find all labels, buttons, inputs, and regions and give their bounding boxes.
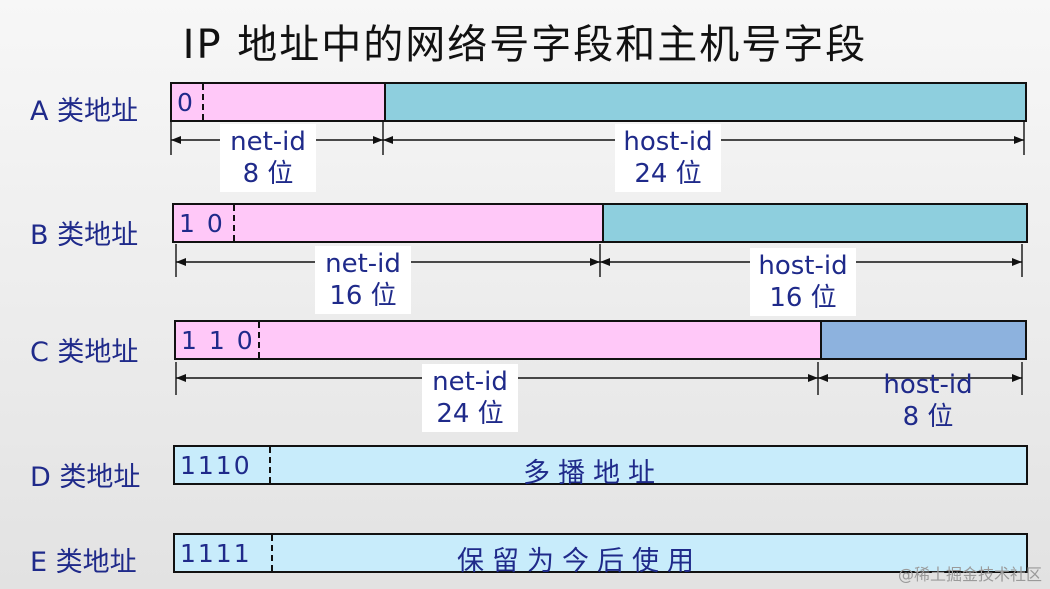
class-b-prefix: 1 0 bbox=[179, 209, 225, 238]
class-b-host-id-bits: 16 位 bbox=[769, 283, 837, 313]
class-b-prefix-divider bbox=[233, 205, 235, 241]
page-title: IP 地址中的网络号字段和主机号字段 bbox=[182, 22, 868, 68]
class-d-purpose: 多播地址 bbox=[523, 458, 663, 489]
class-e-purpose: 保留为今后使用 bbox=[457, 546, 702, 577]
class-a-net-id-name: net-id bbox=[230, 127, 306, 157]
class-b-host-id-name: host-id bbox=[758, 251, 848, 281]
class-d-prefix: 1110 bbox=[180, 451, 252, 480]
class-e-bar: 1111 保留为今后使用 bbox=[173, 533, 1028, 577]
class-c-net-id-name: net-id bbox=[432, 367, 508, 397]
class-c-prefix: 1 1 0 bbox=[181, 326, 255, 355]
class-a-prefix-divider bbox=[202, 84, 204, 120]
class-c-host-id-bits: 8 位 bbox=[902, 402, 954, 432]
class-b-host-id-label: host-id 16 位 bbox=[750, 248, 856, 316]
class-c-net-id-bits: 24 位 bbox=[436, 399, 504, 429]
class-a-bar: 0 bbox=[170, 82, 1027, 122]
class-b-net-field: 1 0 bbox=[174, 205, 602, 241]
class-e-label: E 类地址 bbox=[30, 547, 137, 578]
class-c-host-id-label: host-id 8 位 bbox=[875, 367, 981, 435]
class-b-host-field bbox=[602, 205, 1026, 241]
watermark: @稀土掘金技术社区 bbox=[897, 565, 1042, 584]
class-b-net-id-bits: 16 位 bbox=[329, 281, 397, 311]
class-a-label: A 类地址 bbox=[30, 96, 139, 127]
class-e-prefix-divider bbox=[271, 535, 273, 571]
class-b-net-id-name: net-id bbox=[325, 249, 401, 279]
class-a-prefix: 0 bbox=[177, 88, 195, 117]
class-c-prefix-divider bbox=[258, 322, 260, 358]
class-a-host-id-label: host-id 24 位 bbox=[615, 124, 721, 192]
class-e-prefix: 1111 bbox=[180, 539, 252, 568]
class-c-net-field: 1 1 0 bbox=[176, 322, 820, 358]
class-c-host-id-name: host-id bbox=[883, 370, 973, 400]
class-b-bar: 1 0 bbox=[172, 203, 1028, 243]
class-a-net-field: 0 bbox=[172, 84, 384, 120]
class-c-bar: 1 1 0 bbox=[174, 320, 1027, 360]
class-a-host-id-bits: 24 位 bbox=[634, 159, 702, 189]
class-d-label: D 类地址 bbox=[30, 462, 141, 493]
class-b-label: B 类地址 bbox=[30, 220, 139, 251]
class-d-bar: 1110 多播地址 bbox=[173, 445, 1028, 489]
class-a-net-id-label: net-id 8 位 bbox=[220, 124, 316, 192]
class-d-prefix-divider bbox=[269, 447, 271, 483]
class-a-host-field bbox=[384, 84, 1025, 120]
class-c-label: C 类地址 bbox=[30, 337, 139, 368]
class-a-host-id-name: host-id bbox=[623, 127, 713, 157]
class-c-net-id-label: net-id 24 位 bbox=[422, 364, 518, 432]
class-a-net-id-bits: 8 位 bbox=[242, 159, 294, 189]
class-b-net-id-label: net-id 16 位 bbox=[315, 246, 411, 314]
class-c-host-field bbox=[820, 322, 1025, 358]
